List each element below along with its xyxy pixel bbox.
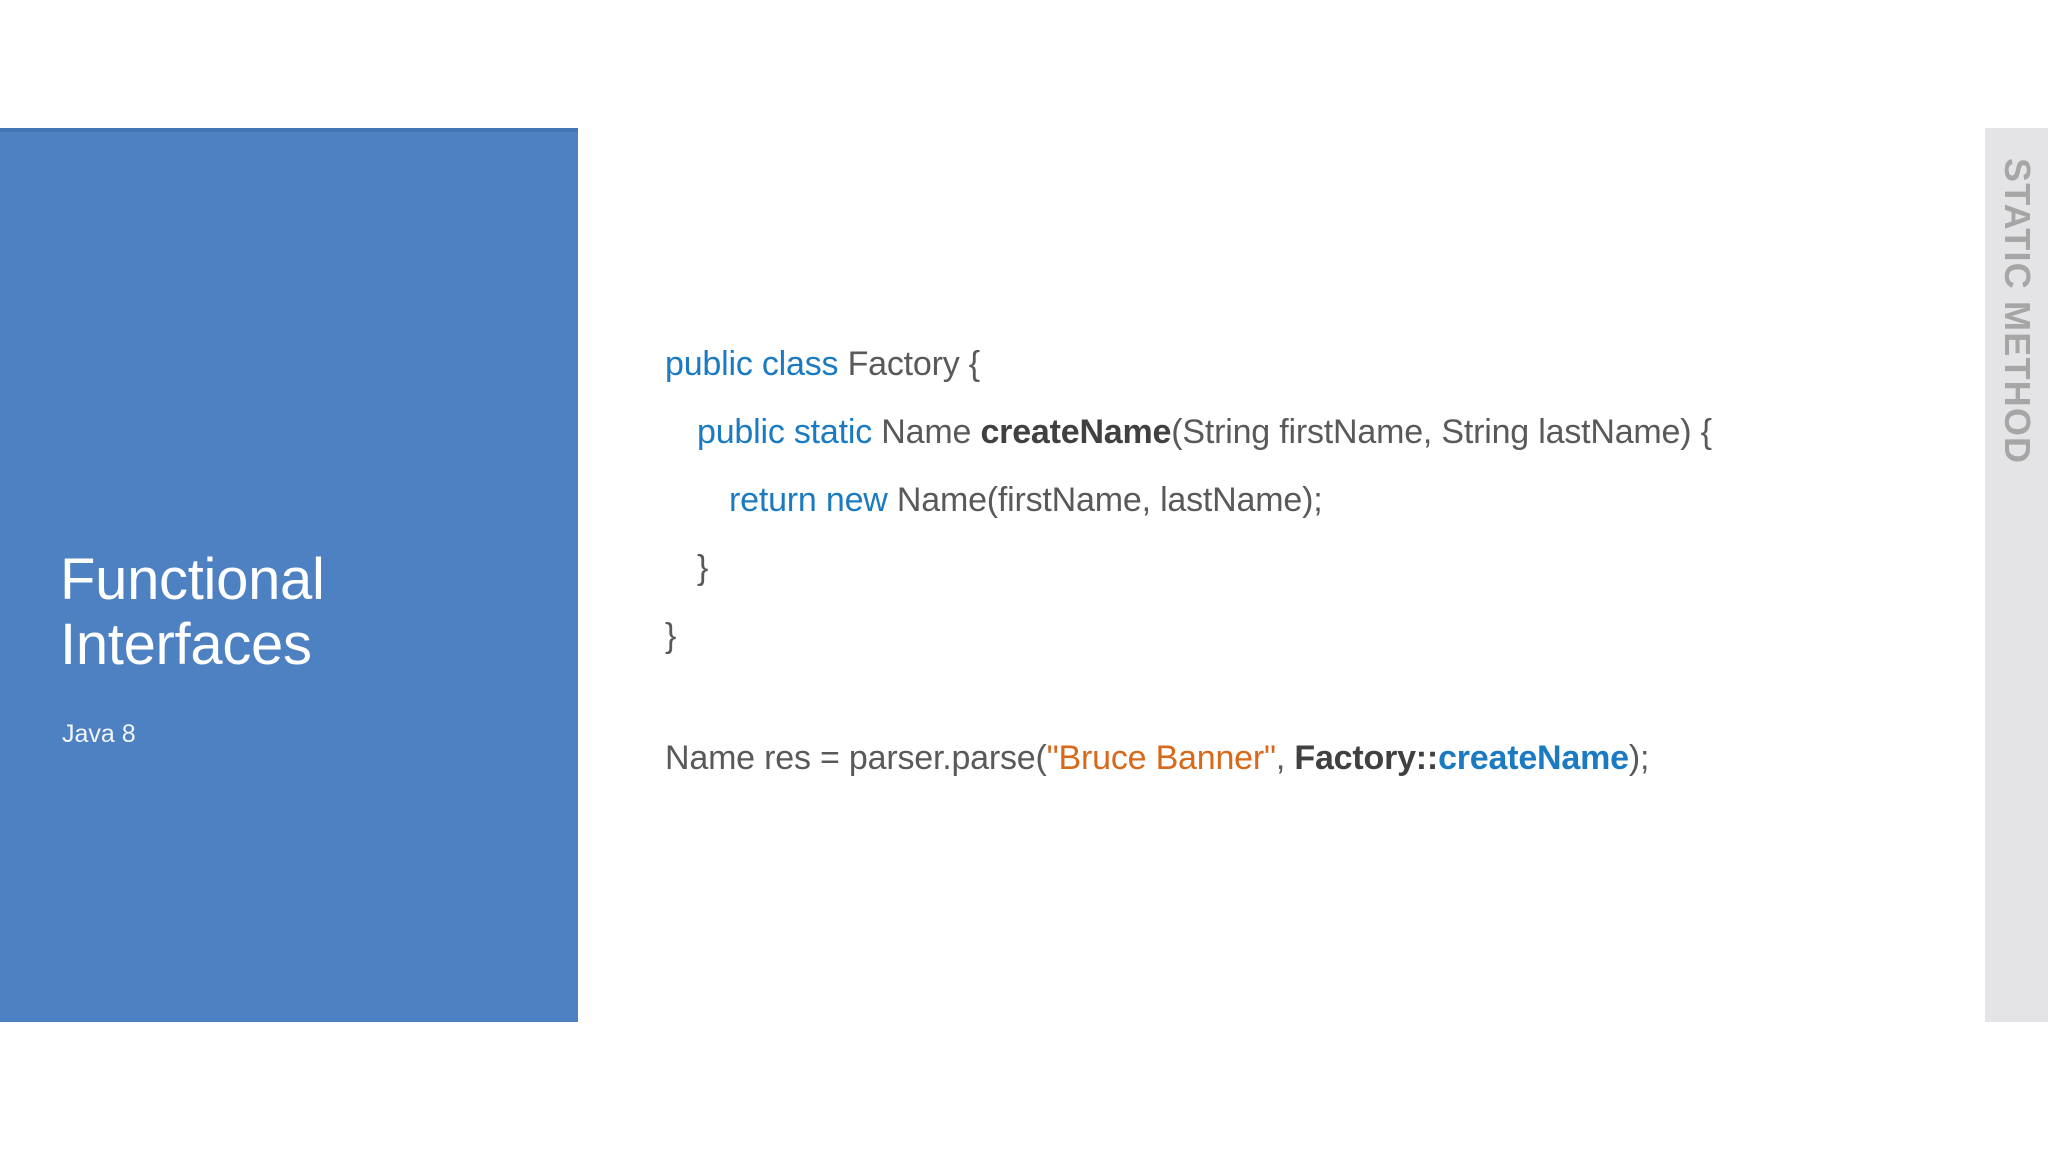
code-token: (String firstName, String lastName) { xyxy=(1171,413,1712,451)
code-line-3: } xyxy=(665,534,1955,602)
code-token: Name res = parser.parse( xyxy=(665,739,1047,777)
code-token: } xyxy=(665,617,677,655)
code-line-0: public class Factory { xyxy=(665,330,1955,398)
code-token: } xyxy=(697,549,709,587)
code-token: public static xyxy=(697,413,882,451)
code-token: return new xyxy=(729,481,897,519)
code-usage: Name res = parser.parse("Bruce Banner", … xyxy=(665,724,1955,792)
code-token: "Bruce Banner" xyxy=(1046,739,1276,777)
code-token: createName xyxy=(980,413,1172,451)
code-token: createName xyxy=(1438,739,1629,777)
code-token: public class xyxy=(665,345,848,383)
section-tab: STATIC METHOD xyxy=(1985,128,2048,1022)
title-panel: Functional Interfaces Java 8 xyxy=(0,128,578,1022)
panel-top-accent-line xyxy=(0,128,578,132)
code-token: , xyxy=(1275,739,1295,777)
code-token: Name xyxy=(881,413,981,451)
code-lines: public class Factory {public static Name… xyxy=(665,330,1955,670)
code-block: public class Factory {public static Name… xyxy=(665,330,1955,792)
section-tab-label: STATIC METHOD xyxy=(1996,158,2038,465)
code-token: Name(firstName, lastName); xyxy=(896,481,1323,519)
page-subtitle: Java 8 xyxy=(62,720,136,748)
code-token: ); xyxy=(1628,739,1650,777)
code-line-4: } xyxy=(665,602,1955,670)
page-title: Functional Interfaces xyxy=(60,547,325,677)
code-line-2: return new Name(firstName, lastName); xyxy=(665,466,1955,534)
code-token: Factory:: xyxy=(1294,739,1439,777)
code-usage-line: Name res = parser.parse("Bruce Banner", … xyxy=(665,724,1955,792)
code-line-1: public static Name createName(String fir… xyxy=(665,398,1955,466)
code-token: Factory { xyxy=(847,345,981,383)
